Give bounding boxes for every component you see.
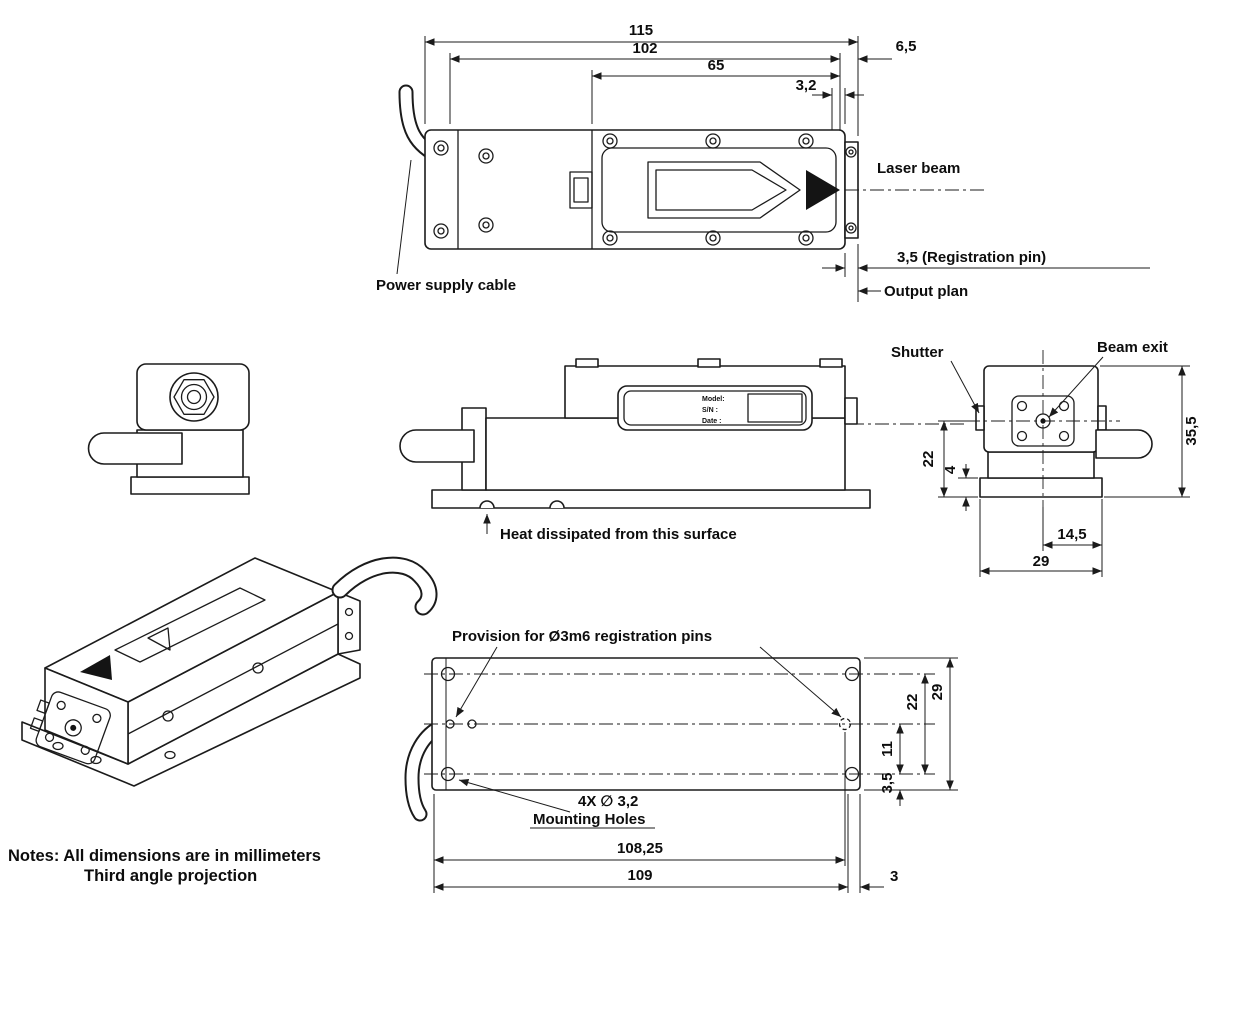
mounting-qty-label: 4X ∅ 3,2 bbox=[578, 793, 638, 810]
bottom-view-dimensions: Provision for Ø3m6 registration pins 4X … bbox=[433, 628, 958, 893]
output-plan-label: Output plan bbox=[884, 283, 968, 300]
dim-4: 4 bbox=[942, 465, 959, 474]
nameplate bbox=[617, 385, 813, 431]
iso-view bbox=[21, 556, 438, 787]
heat-label: Heat dissipated from this surface bbox=[500, 526, 737, 543]
notes-line-2: Third angle projection bbox=[84, 867, 257, 885]
beam-exit-point bbox=[1040, 418, 1046, 424]
laser-beam-label: Laser beam bbox=[877, 160, 960, 177]
front-view-dimensions: Shutter Beam exit 35,5 22 4 14,5 29 bbox=[891, 339, 1200, 577]
body-upper bbox=[983, 365, 1099, 453]
rear-bracket bbox=[337, 591, 361, 655]
dim-29: 29 bbox=[1033, 553, 1050, 570]
nameplate-date: Date : bbox=[702, 418, 721, 425]
beam-exit-label: Beam exit bbox=[1097, 339, 1168, 356]
notes: Notes: All dimensions are in millimeters… bbox=[8, 847, 321, 885]
shutter-tab bbox=[975, 405, 985, 431]
notes-line-1: Notes: All dimensions are in millimeters bbox=[8, 847, 321, 865]
shutter-knob bbox=[844, 397, 858, 425]
dim-22: 22 bbox=[904, 694, 921, 711]
dim-3: 3 bbox=[890, 868, 898, 885]
dim-14-5: 14,5 bbox=[1057, 526, 1086, 543]
top-view-dimensions: 115 102 6,5 65 3,2 Laser beam 3,5 (Regis… bbox=[376, 22, 1150, 302]
side-view: Model: S/N : Date : Heat dissipated from… bbox=[399, 358, 965, 543]
base-flange bbox=[431, 489, 871, 509]
connector-block bbox=[569, 171, 593, 209]
beam-face bbox=[44, 667, 129, 765]
shutter-label: Shutter bbox=[891, 344, 944, 361]
dim-65: 65 bbox=[708, 57, 725, 74]
body-lower bbox=[987, 451, 1095, 479]
beam-direction-triangle bbox=[80, 655, 112, 680]
label-window bbox=[114, 587, 266, 663]
dim-3-2: 3,2 bbox=[796, 77, 817, 94]
cable-stub bbox=[399, 429, 475, 463]
power-cable-label: Power supply cable bbox=[376, 277, 516, 294]
registration-pin-provision-hole bbox=[838, 717, 852, 731]
back-view bbox=[87, 363, 250, 495]
connector-nut bbox=[169, 372, 219, 422]
dim-6-5: 6,5 bbox=[896, 38, 917, 55]
dim-22: 22 bbox=[920, 451, 937, 468]
dim-11: 11 bbox=[879, 741, 896, 757]
cable-stub bbox=[1095, 429, 1153, 459]
nameplate-serial: S/N : bbox=[702, 407, 718, 414]
base-plate bbox=[979, 477, 1103, 498]
top-view: 115 102 6,5 65 3,2 Laser beam 3,5 (Regis… bbox=[376, 22, 1150, 302]
front-view: Shutter Beam exit 35,5 22 4 14,5 29 bbox=[891, 339, 1200, 577]
mounting-holes-label: Mounting Holes bbox=[533, 811, 646, 828]
cable-stub bbox=[87, 432, 183, 465]
dim-115: 115 bbox=[629, 22, 653, 39]
dim-35-5: 35,5 bbox=[1183, 416, 1200, 445]
base-plate bbox=[130, 476, 250, 495]
dim-109: 109 bbox=[627, 867, 652, 884]
dim-102: 102 bbox=[632, 40, 657, 57]
beam-face-plate bbox=[29, 691, 111, 765]
top-view-screws bbox=[433, 133, 857, 246]
beam-direction-triangle bbox=[806, 170, 840, 210]
bottom-view: Provision for Ø3m6 registration pins 4X … bbox=[404, 628, 958, 893]
dim-3-5: 3,5 bbox=[879, 773, 896, 794]
nameplate-model: Model: bbox=[702, 396, 725, 403]
aperture-screws bbox=[1016, 400, 1070, 442]
arrow-emblem bbox=[647, 161, 801, 219]
cable-leader bbox=[396, 159, 412, 275]
provision-label: Provision for Ø3m6 registration pins bbox=[452, 628, 712, 645]
registration-pin-label: 3,5 (Registration pin) bbox=[897, 249, 1046, 266]
dim-29: 29 bbox=[929, 684, 946, 701]
dim-108-25: 108,25 bbox=[617, 840, 663, 857]
